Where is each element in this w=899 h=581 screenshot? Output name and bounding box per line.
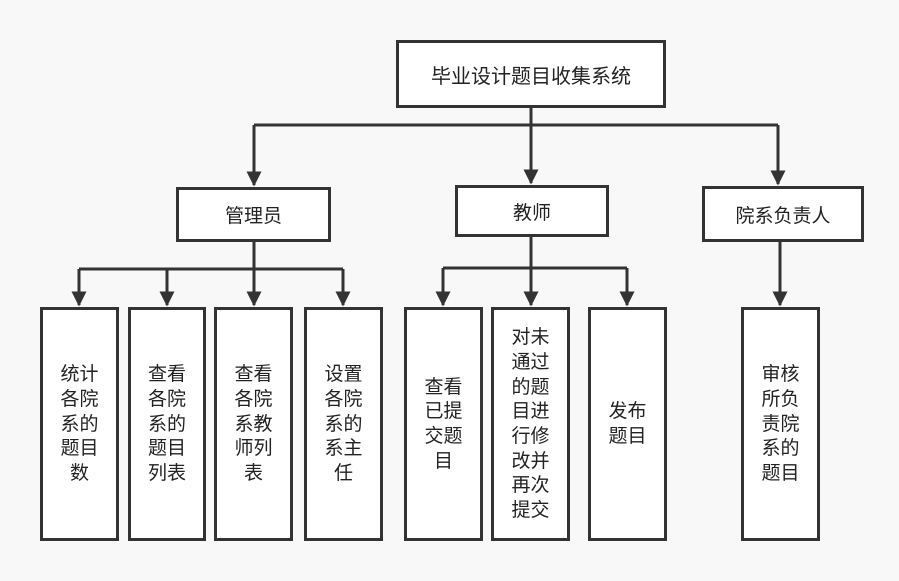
task-label: 对未通过的题目进行修改并再次提交 <box>511 326 550 522</box>
task-label: 设置各院系的系主任 <box>324 363 363 485</box>
task-label: 发布题目 <box>608 400 647 447</box>
role-node-admin: 管理员 <box>176 187 331 242</box>
role-label-admin: 管理员 <box>224 205 282 227</box>
task-label: 查看各院系教师列表 <box>234 363 273 485</box>
task-label: 统计各院系的题目数 <box>60 363 99 485</box>
role-label-teacher: 教师 <box>512 201 551 224</box>
task-node-dept-head-1: 审核所负责院系的题目 <box>741 307 820 541</box>
root-node: 毕业设计题目收集系统 <box>396 40 666 108</box>
role-node-dept-head: 院系负责人 <box>702 186 864 242</box>
task-node-admin-2: 查看各院系的题目列表 <box>128 307 206 541</box>
task-node-admin-1: 统计各院系的题目数 <box>40 307 119 541</box>
task-label: 查看已提交题目 <box>424 375 463 472</box>
task-node-teacher-3: 发布题目 <box>588 307 667 541</box>
root-label: 毕业设计题目收集系统 <box>431 63 631 88</box>
task-node-teacher-1: 查看已提交题目 <box>404 307 483 541</box>
task-node-admin-3: 查看各院系教师列表 <box>214 307 293 541</box>
role-label-dept-head: 院系负责人 <box>735 204 831 227</box>
role-node-teacher: 教师 <box>455 185 609 237</box>
task-label: 查看各院系的题目列表 <box>147 363 186 485</box>
task-node-admin-4: 设置各院系的系主任 <box>304 307 383 541</box>
task-label: 审核所负责院系的题目 <box>761 363 800 485</box>
task-node-teacher-2: 对未通过的题目进行修改并再次提交 <box>491 307 570 541</box>
